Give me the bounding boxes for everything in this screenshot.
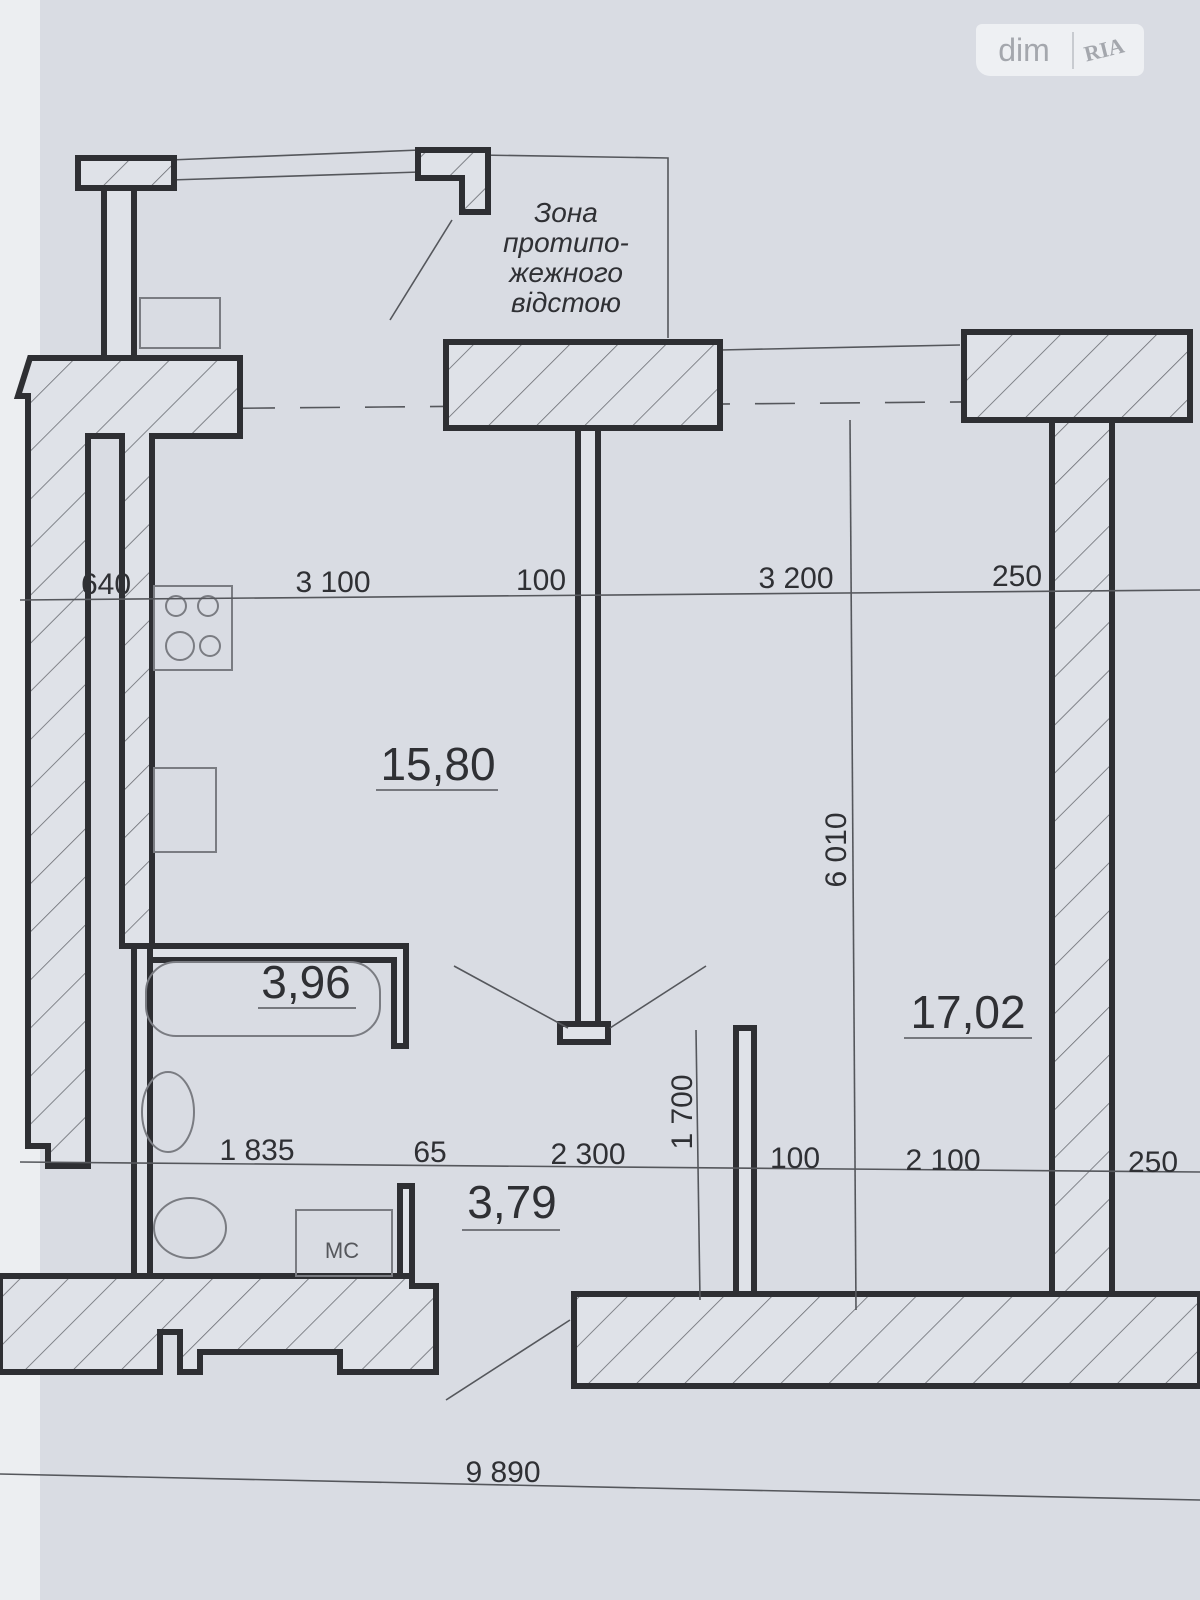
dim-label: 65 bbox=[413, 1136, 446, 1169]
dim-label: 250 bbox=[1128, 1146, 1178, 1179]
dim-label: 1 835 bbox=[219, 1134, 294, 1167]
dim-label: 3 100 bbox=[295, 566, 370, 599]
fixture-mc bbox=[295, 1209, 393, 1277]
dim-label: 250 bbox=[992, 560, 1042, 593]
dim-label: 2 300 bbox=[550, 1138, 625, 1171]
area-bathroom: 3,96 bbox=[261, 956, 351, 1008]
walls bbox=[0, 147, 1200, 1389]
balcony-outline bbox=[39, 149, 1181, 411]
zone-label-line: жежного bbox=[507, 257, 623, 288]
dim-label: 2 100 bbox=[905, 1144, 980, 1177]
dim-label-vertical: 6 010 bbox=[820, 812, 853, 887]
logo-dim: dim bbox=[976, 31, 1074, 69]
zone-label-line: протипо- bbox=[503, 227, 629, 258]
area-room: 17,02 bbox=[910, 986, 1025, 1038]
dim-label: 640 bbox=[81, 568, 131, 601]
dim-label-vertical: 1 700 bbox=[666, 1074, 699, 1149]
zone-label-line: Зона bbox=[534, 197, 598, 228]
dim-label: 100 bbox=[516, 564, 566, 597]
fixture-mc-label: МС bbox=[325, 1238, 359, 1263]
zone-label-line: відстою bbox=[511, 287, 621, 318]
area-hall: 3,79 bbox=[467, 1176, 557, 1228]
dim-label: 100 bbox=[770, 1142, 820, 1175]
overall-width-label: 9 890 bbox=[465, 1456, 540, 1489]
dim-label: 3 200 bbox=[758, 562, 833, 595]
dimria-logo: dim RIA bbox=[976, 24, 1144, 76]
area-kitchen-living: 15,80 bbox=[380, 738, 495, 790]
fixtures bbox=[139, 219, 707, 1401]
dimension-lines bbox=[0, 419, 1200, 1501]
